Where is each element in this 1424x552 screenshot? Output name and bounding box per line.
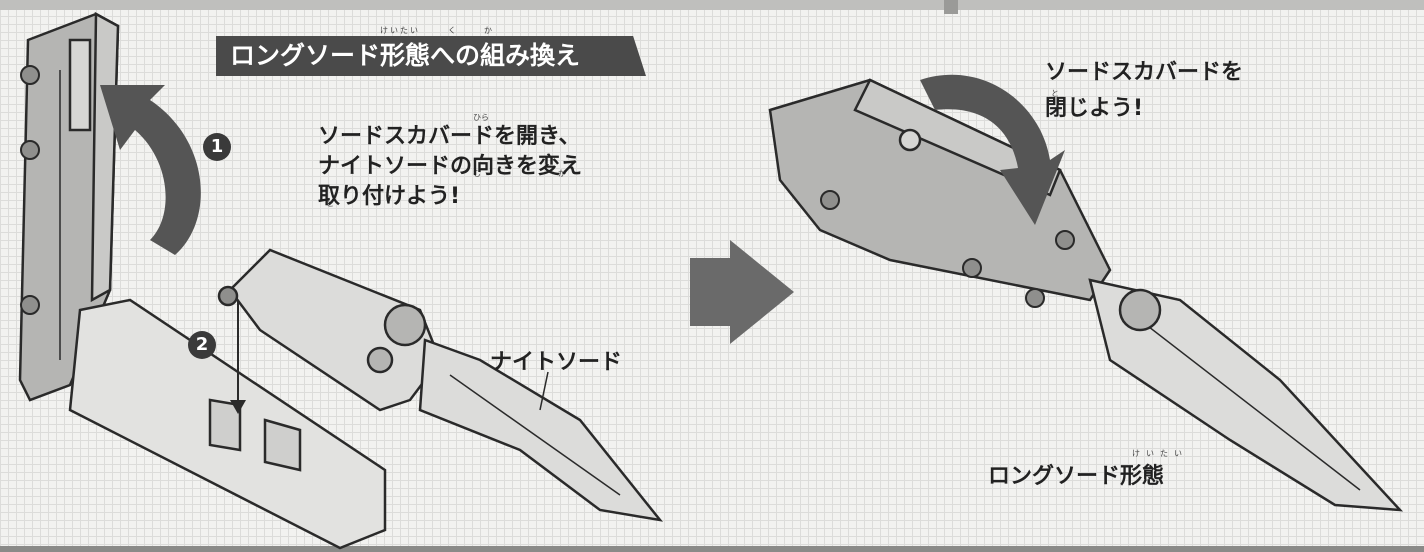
label-leader-line: [539, 371, 549, 411]
disassembly-illustration: [18, 11, 664, 550]
top-border: [0, 0, 1424, 10]
ruby-to: と: [326, 199, 334, 208]
scabbard-base-part: [68, 298, 387, 550]
section-title: ロングソード形態への組み換え: [230, 41, 581, 70]
rotate-arrow-icon: [100, 85, 201, 255]
ruby-tai: たい: [400, 26, 420, 35]
close-line-2: 閉じよう!: [1045, 96, 1144, 121]
knight-sword-part: [217, 248, 664, 522]
ruby-tai2: たい: [1160, 449, 1188, 458]
result-label: ロングソード形態: [988, 464, 1165, 489]
knight-sword-label: ナイトソード: [490, 350, 623, 375]
instruction-line-1: ソードスカバードを開き、: [318, 124, 581, 149]
close-line-1: ソードスカバードを: [1045, 60, 1244, 85]
insert-arrow-icon: [230, 300, 246, 414]
close-instructions: ソードスカバードを と 閉じよう!: [1045, 58, 1305, 138]
ruby-hira: ひら: [473, 113, 489, 122]
transition-arrow-icon: [690, 240, 794, 344]
step-2-number: 2: [195, 334, 209, 355]
bottom-border: [0, 546, 1424, 552]
step-2-marker: 2: [188, 331, 216, 359]
ruby-to2: と: [1051, 89, 1059, 98]
ruby-kei2: けい: [1132, 449, 1160, 458]
assembled-illustration: [768, 74, 1404, 512]
ruby-ka2: か: [558, 169, 566, 178]
step-1-instructions: ひら む か と ソードスカバードを開き、 ナイトソードの向きを変え 取り付けよ…: [318, 112, 658, 232]
scabbard-pegs: [20, 65, 40, 315]
ruby-ka: か: [484, 26, 494, 35]
step-1-marker: 1: [203, 133, 231, 161]
long-sword-assembled: [768, 78, 1404, 512]
title-ruby: けいたい く か: [380, 25, 494, 36]
ruby-kei: けい: [380, 26, 400, 35]
assembled-pegs: [820, 190, 1075, 308]
close-arrow-icon: [920, 74, 1065, 225]
ruby-mu: む: [473, 169, 481, 178]
section-title-banner: ロングソード形態への組み換え: [216, 36, 646, 76]
result-ruby: けいたい: [1132, 448, 1188, 459]
sword-scabbard-part: [18, 11, 120, 402]
panel-divider: [944, 0, 958, 14]
step-1-number: 1: [210, 136, 224, 157]
instruction-line-3: 取り付けよう!: [318, 184, 461, 209]
ruby-ku: く: [448, 26, 458, 35]
instruction-line-2: ナイトソードの向きを変え: [318, 154, 583, 179]
